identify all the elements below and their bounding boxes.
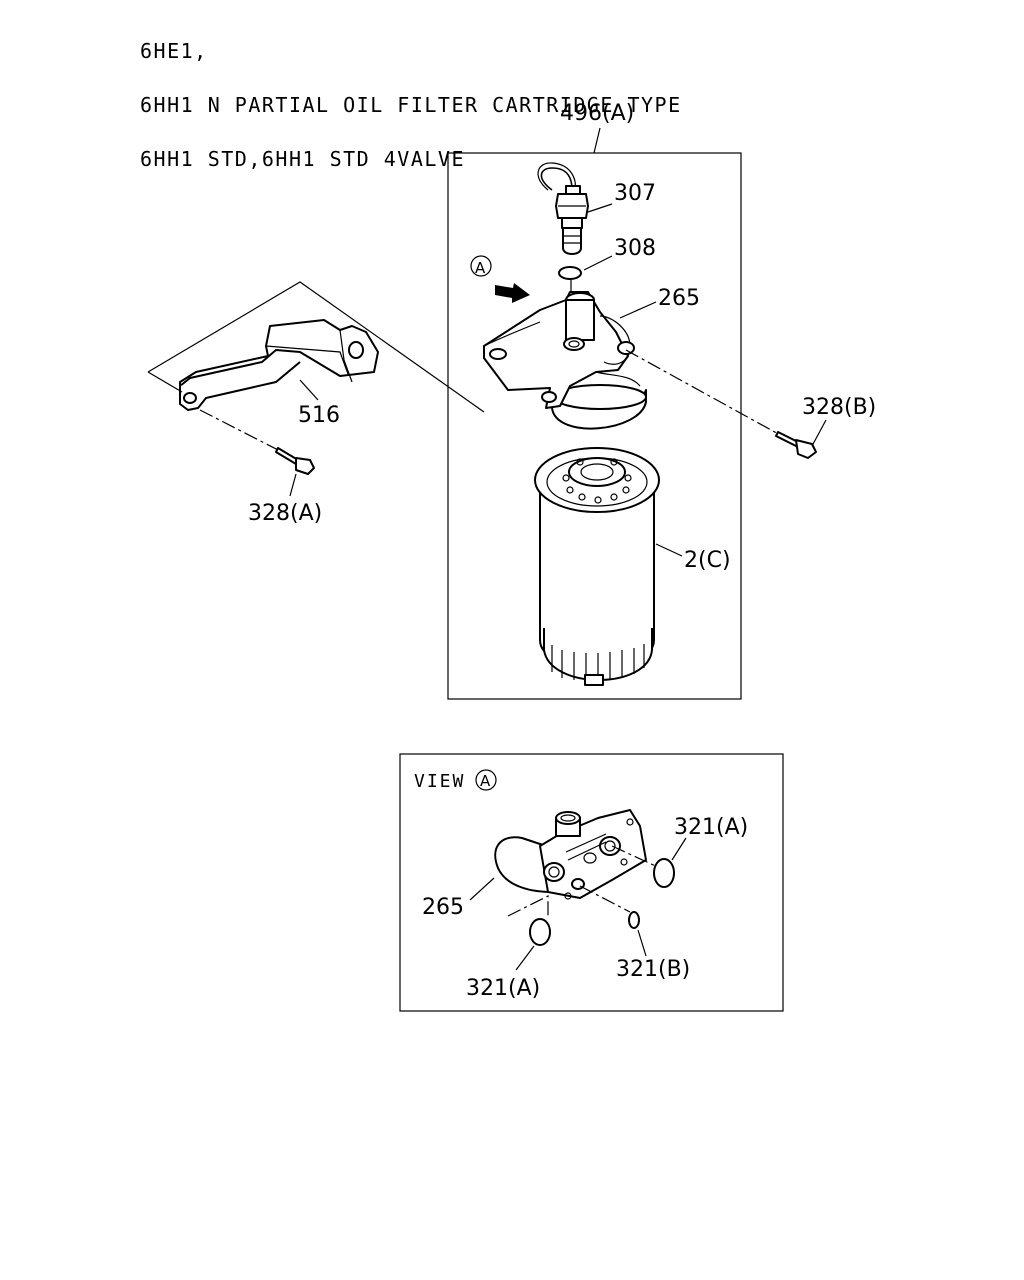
assembly-label: 496(A): [560, 101, 634, 126]
view-oring-321a-bottom[interactable]: [529, 918, 551, 946]
callout-2c: 2(C): [684, 548, 731, 573]
filter-cartridge[interactable]: [534, 447, 660, 686]
diagram-header: 6HE1, 6HH1 N PARTIAL OIL FILTER CARTRIDG…: [140, 6, 682, 186]
mounting-bracket[interactable]: [179, 319, 379, 411]
sensor-oring[interactable]: [558, 266, 582, 280]
view-callout-321a-top: 321(A): [674, 815, 748, 840]
view-callout-265: 265: [422, 895, 464, 920]
header-line-1: 6HE1,: [140, 39, 208, 63]
view-a-frame: [399, 753, 784, 1012]
view-title-marker: A: [480, 772, 491, 790]
view-direction-arrow: [495, 283, 530, 303]
callout-328b: 328(B): [802, 395, 876, 420]
view-marker-circle: [470, 255, 492, 277]
view-title-marker-circle: [475, 769, 497, 791]
filter-head[interactable]: [483, 291, 647, 430]
view-callout-321b: 321(B): [616, 957, 690, 982]
view-marker-a: A: [475, 259, 486, 277]
callout-307: 307: [614, 181, 656, 206]
assembly-leader: [593, 127, 601, 154]
view-title: VIEW: [414, 771, 465, 792]
view-oring-321b[interactable]: [628, 911, 640, 929]
view-filter-head[interactable]: [494, 809, 647, 900]
oil-pressure-sensor[interactable]: [537, 162, 589, 255]
view-callout-321a-bottom: 321(A): [466, 976, 540, 1001]
header-line-2: 6HH1 N PARTIAL OIL FILTER CARTRIDGE TYPE: [140, 93, 682, 117]
view-oring-321a-top[interactable]: [653, 858, 675, 888]
bolt-a[interactable]: [275, 447, 315, 475]
bolt-b[interactable]: [775, 431, 817, 459]
callout-265: 265: [658, 286, 700, 311]
callout-516: 516: [298, 403, 340, 428]
callout-308: 308: [614, 236, 656, 261]
header-line-3: 6HH1 STD,6HH1 STD 4VALVE: [140, 147, 465, 171]
callout-328a: 328(A): [248, 501, 322, 526]
